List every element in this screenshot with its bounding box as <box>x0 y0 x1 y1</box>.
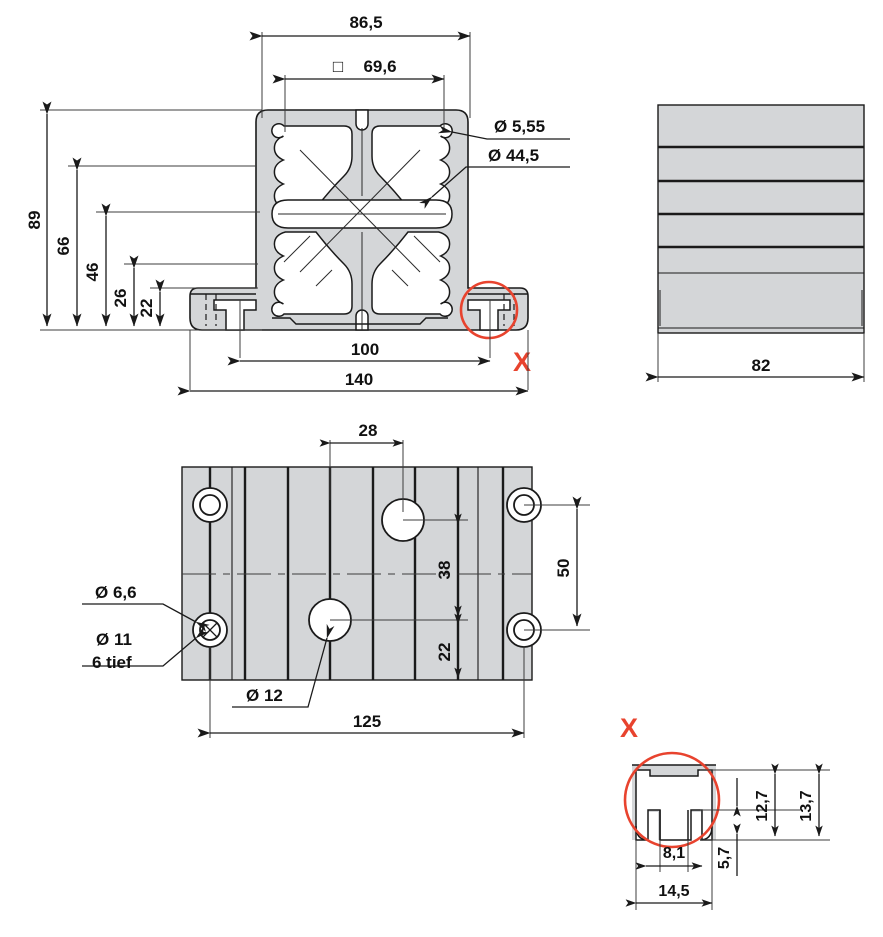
dim-label-100: 100 <box>351 340 379 359</box>
dim-label-5-7: 5,7 <box>716 847 733 869</box>
dim-label-28: 28 <box>359 421 378 440</box>
detail-x-highlight-circle <box>459 280 519 340</box>
square-symbol: □ <box>333 57 343 76</box>
callout-label-44-5: Ø 44,5 <box>488 146 539 165</box>
dim-140: 140 <box>177 330 529 396</box>
dim-label-82: 82 <box>752 356 771 375</box>
dim-86-5: 86,5 <box>249 13 471 118</box>
dim-left-stack: 89 66 46 26 22 <box>25 101 262 331</box>
detail-x-marker: X <box>513 347 531 377</box>
dim-label-12-7: 12,7 <box>754 790 771 821</box>
dim-label-26: 26 <box>111 289 130 308</box>
callout-bore-small: Ø 5,55 <box>437 117 570 140</box>
callout-label-6-tief: 6 tief <box>92 653 132 672</box>
dim-label-125: 125 <box>353 712 381 731</box>
side-view-grooves <box>658 145 864 249</box>
dim-label-66: 66 <box>54 237 73 256</box>
dim-label-13-7: 13,7 <box>798 790 815 821</box>
detail-x-view: X 12,7 13,7 <box>620 713 830 910</box>
foot-tslot-left <box>213 299 257 331</box>
dim-14-5: 14,5 <box>625 840 713 910</box>
hole-top-left <box>192 487 228 523</box>
dim-69-6: □ 69,6 <box>272 57 445 132</box>
dim-label-86-5: 86,5 <box>349 13 382 32</box>
foot-tslot-right <box>467 299 511 331</box>
dim-13-7: 13,7 <box>798 763 823 837</box>
callout-hole-6-6: Ø 6,6 <box>82 583 210 632</box>
detail-x-extension-lines <box>700 769 830 841</box>
dim-8-1: 8,1 <box>635 840 703 872</box>
dim-28: 28 <box>319 421 404 512</box>
dim-label-50: 50 <box>554 559 573 578</box>
callout-bore-large: Ø 44,5 <box>419 146 570 209</box>
foot-step-lines <box>190 293 528 325</box>
callout-label-11: Ø 11 <box>96 630 132 649</box>
dim-125: 125 <box>197 646 525 738</box>
dim-82: 82 <box>645 333 865 382</box>
callout-label-5-55: Ø 5,55 <box>494 117 545 136</box>
dim-label-69-6: 69,6 <box>363 57 396 76</box>
dim-label-14-5: 14,5 <box>658 883 689 900</box>
detail-x-title: X <box>620 713 638 743</box>
dim-label-46: 46 <box>83 263 102 282</box>
callout-label-6-6: Ø 6,6 <box>95 583 137 602</box>
dim-22-plan: 22 <box>435 613 462 679</box>
side-view-thin-lines <box>658 272 864 329</box>
hole-bottom-left <box>192 612 228 648</box>
callout-hole-12: Ø 12 <box>232 623 335 708</box>
detail-x-highlight <box>623 751 721 849</box>
dim-label-89: 89 <box>25 211 44 230</box>
side-view-body <box>657 104 865 334</box>
front-section-view: X 86,5 □ 69,6 <box>25 13 570 396</box>
dim-label-8-1: 8,1 <box>663 845 685 862</box>
dim-label-140: 140 <box>345 370 373 389</box>
dim-38: 38 <box>330 513 468 621</box>
dim-12-7: 12,7 <box>754 763 779 837</box>
detail-x-slot-profile <box>635 769 713 841</box>
dim-5-7: 5,7 <box>716 778 741 876</box>
dim-label-22-plan: 22 <box>435 643 454 662</box>
dim-label-38: 38 <box>435 561 454 580</box>
dim-label-22: 22 <box>137 299 156 318</box>
callout-counterbore: Ø 11 6 tief <box>82 626 209 672</box>
dim-100: 100 <box>227 300 491 366</box>
construction-centerlines <box>278 128 446 330</box>
plan-view: 28 38 22 50 Ø 6,6 Ø 11 6 tie <box>82 421 590 738</box>
callout-label-12: Ø 12 <box>246 686 283 705</box>
dim-50: 50 <box>524 496 590 631</box>
side-view: 82 <box>645 104 865 382</box>
